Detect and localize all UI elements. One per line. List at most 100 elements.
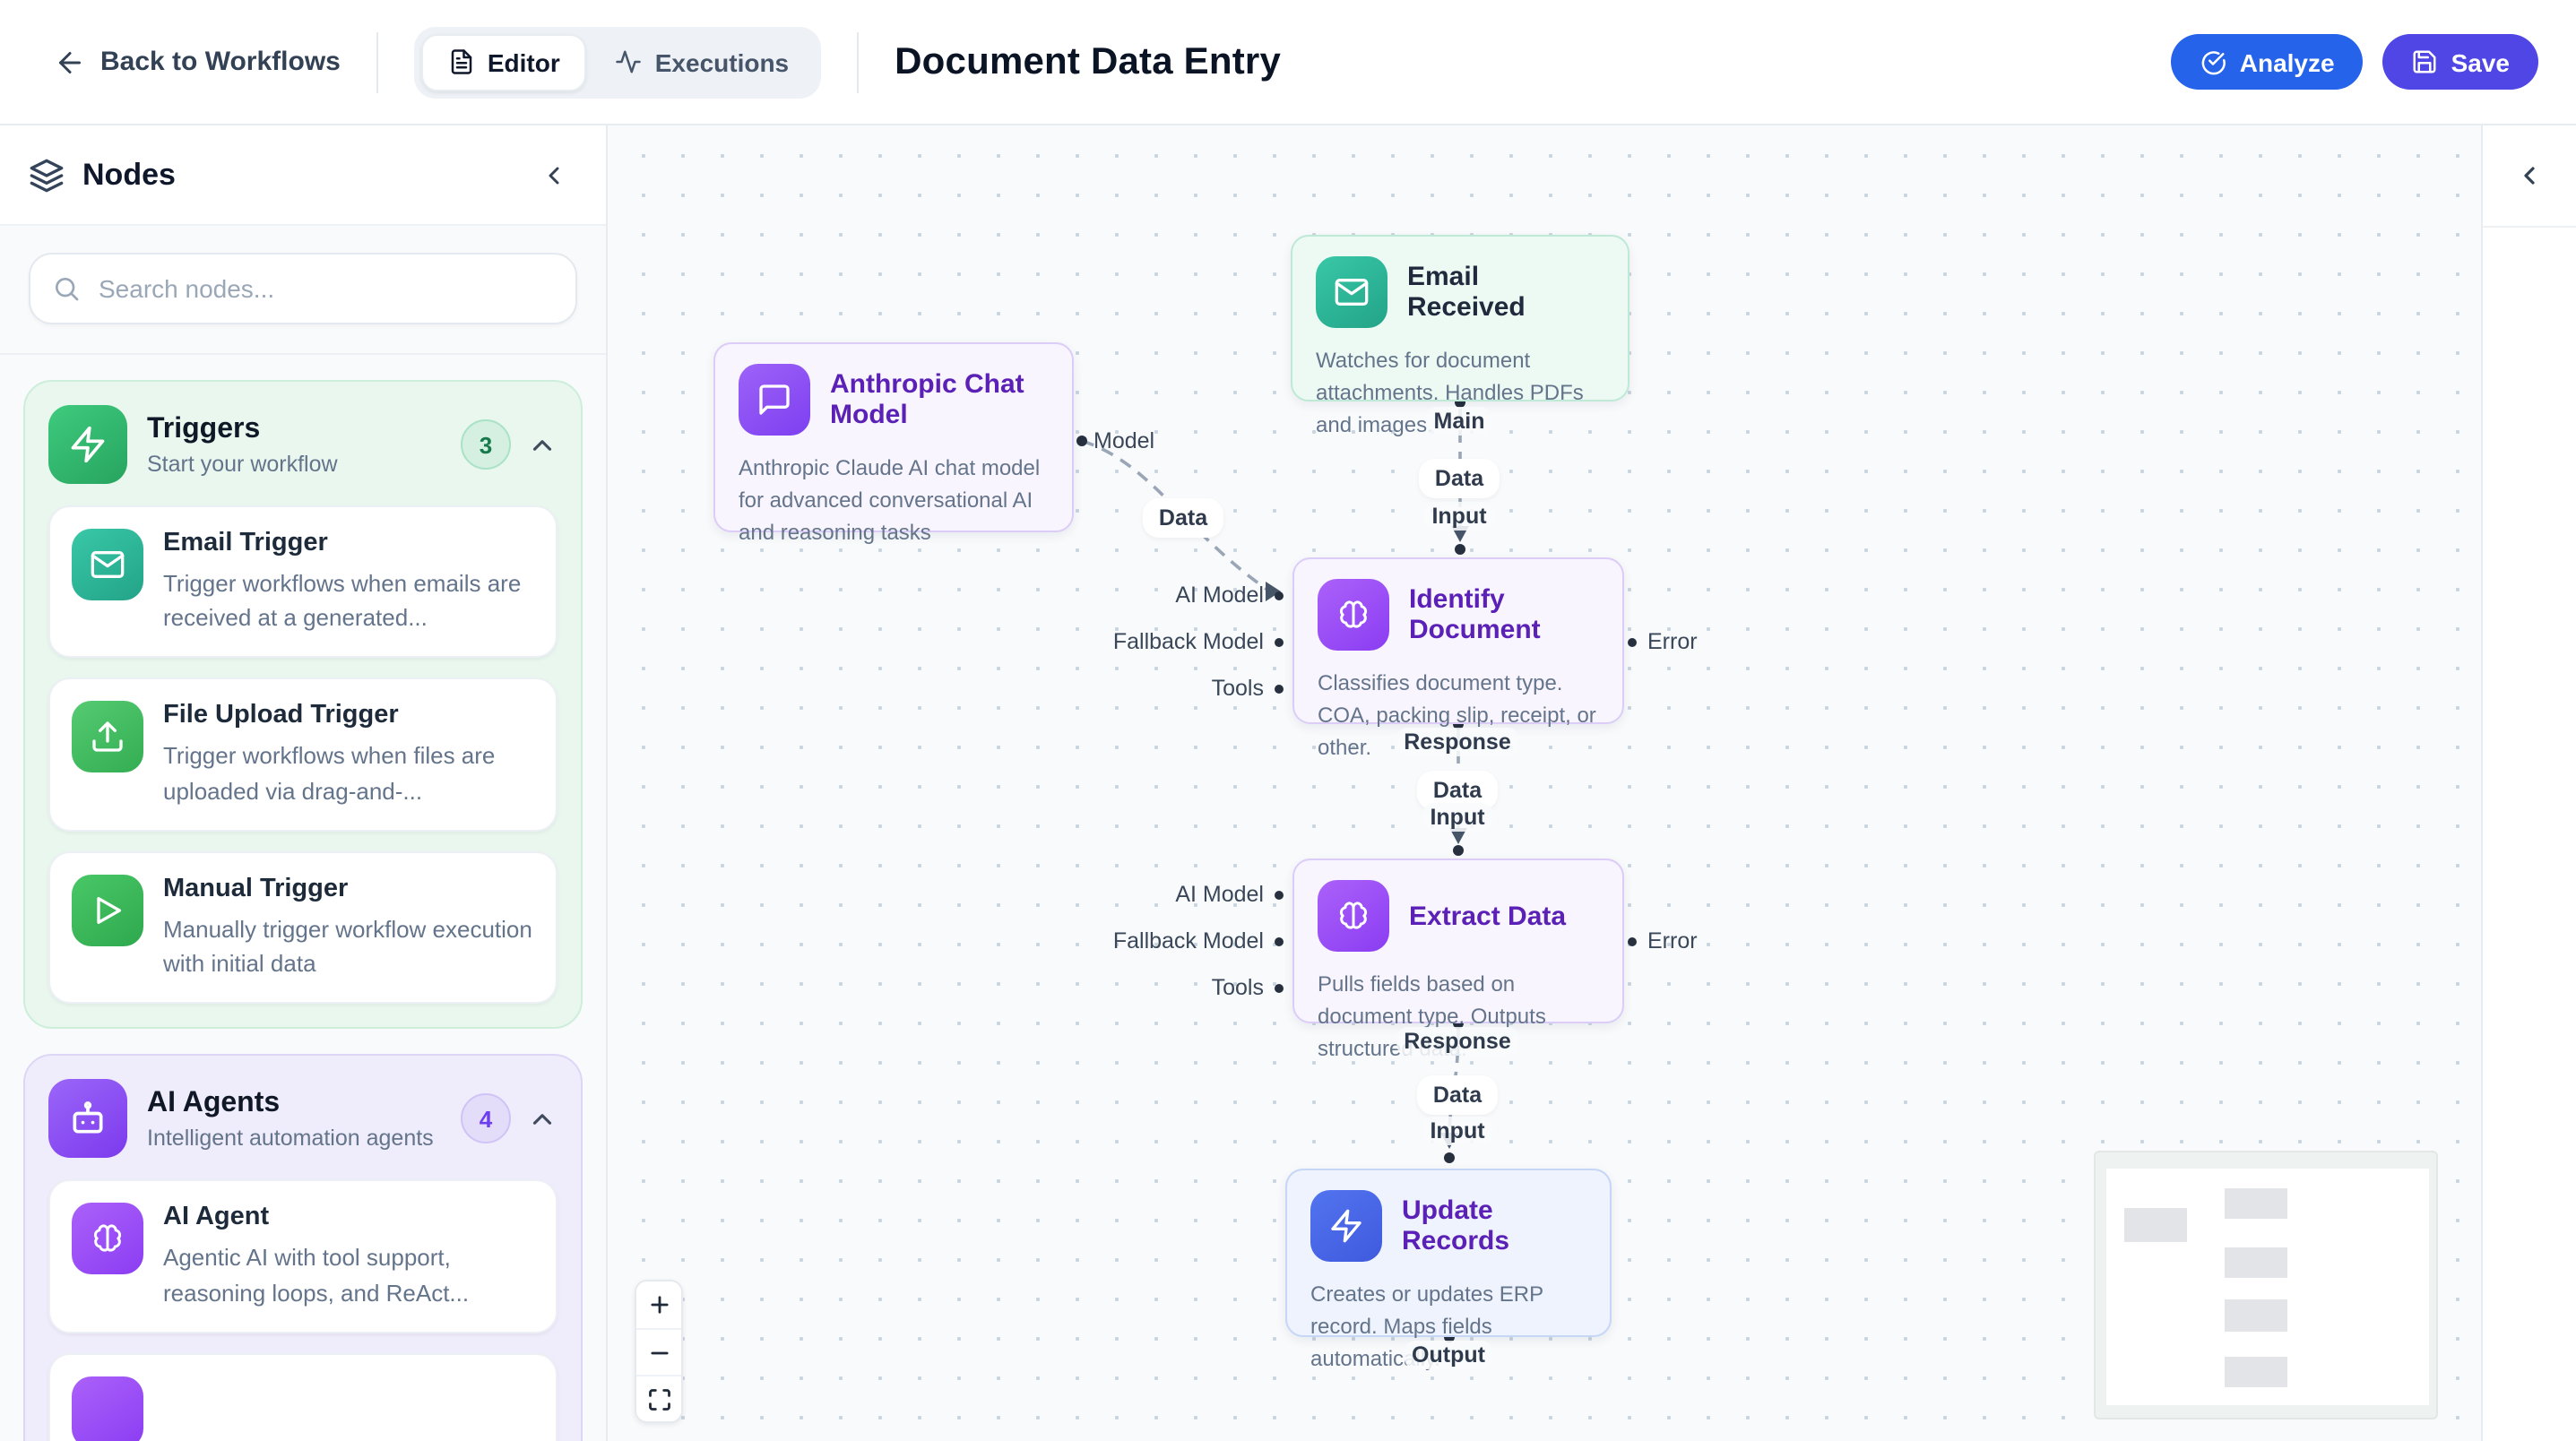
port-label-input: Input: [1422, 1117, 1492, 1145]
brain-icon: [1318, 579, 1389, 651]
bot-icon: [48, 1079, 127, 1159]
save-button[interactable]: Save: [2382, 34, 2538, 90]
layers-icon: [30, 158, 64, 192]
port-label-error: Error: [1628, 928, 1698, 953]
canvas-minimap[interactable]: [2094, 1151, 2438, 1419]
node-title: Identify Document: [1409, 584, 1541, 645]
node-desc: Pulls fields based on document type. Out…: [1318, 971, 1546, 1061]
section-triggers-subtitle: Start your workflow: [147, 451, 338, 476]
node-update-records[interactable]: Update Records Creates or updates ERP re…: [1285, 1169, 1612, 1371]
analyze-label: Analyze: [2239, 47, 2335, 76]
save-label: Save: [2451, 47, 2510, 76]
brain-icon: [72, 1203, 143, 1275]
workflow-title: Document Data Entry: [895, 40, 1282, 82]
chevron-left-icon[interactable]: [2515, 161, 2544, 190]
back-to-workflows-button[interactable]: Back to Workflows: [54, 46, 341, 78]
activity-icon: [617, 50, 642, 73]
search-input[interactable]: [29, 253, 577, 324]
tab-executions-label: Executions: [654, 47, 790, 76]
port-dot: [1275, 684, 1284, 693]
check-circle-icon: [2202, 51, 2226, 75]
palette-item-manual-trigger[interactable]: Manual Trigger Manually trigger workflow…: [48, 850, 558, 1005]
palette-item-title: File Upload Trigger: [163, 701, 399, 730]
node-anthropic-chat-model[interactable]: Anthropic Chat Model Anthropic Claude AI…: [713, 342, 1074, 545]
section-triggers-title: Triggers: [147, 413, 261, 444]
analyze-button[interactable]: Analyze: [2171, 34, 2364, 90]
node-extract-data[interactable]: Extract Data Pulls fields based on docum…: [1292, 859, 1624, 1061]
mail-icon: [72, 529, 143, 600]
node-desc: Classifies document type. COA, packing s…: [1318, 670, 1596, 760]
node-title: Extract Data: [1409, 901, 1567, 931]
zap-icon: [1310, 1190, 1382, 1262]
port-dot: [1275, 890, 1284, 899]
palette-item-title: AI Agent: [163, 1203, 270, 1232]
node-desc: Watches for document attachments. Handle…: [1316, 348, 1584, 437]
node-desc: Anthropic Claude AI chat model for advan…: [739, 455, 1041, 545]
minimap-node: [2225, 1247, 2287, 1278]
node-title: Anthropic Chat Model: [830, 369, 1024, 430]
port-label-ai-model: AI Model: [1175, 582, 1284, 608]
palette-item-desc: Manually trigger workflow execution with…: [163, 915, 532, 978]
zap-icon: [48, 405, 127, 484]
palette-item-desc: Trigger workflows when files are uploade…: [163, 742, 496, 805]
node-identify-document[interactable]: Identify Document Classifies document ty…: [1292, 557, 1624, 760]
port-dot: [1275, 637, 1284, 646]
maximize-icon: [648, 1388, 670, 1410]
plus-icon: [650, 1296, 668, 1314]
node-palette-list: Triggers Start your workflow 3 Email Tri…: [0, 355, 606, 1441]
save-icon: [2414, 50, 2437, 73]
palette-item-desc: Trigger workflows when emails are receiv…: [163, 570, 522, 632]
sidebar-header: Nodes: [0, 125, 606, 226]
port-dot: [1275, 591, 1284, 600]
palette-item-file-upload-trigger[interactable]: File Upload Trigger Trigger workflows wh…: [48, 677, 558, 832]
brain-icon: [1318, 880, 1389, 952]
node-email-received[interactable]: Email Received Watches for document atta…: [1291, 235, 1629, 437]
nodes-sidebar: Nodes Triggers Start your workf: [0, 125, 608, 1441]
minimap-node: [2124, 1208, 2187, 1242]
zoom-in-button[interactable]: [636, 1281, 681, 1328]
chevron-up-icon[interactable]: [527, 1104, 558, 1135]
section-ai-agents-title: AI Agents: [147, 1087, 281, 1118]
port-dot: [1275, 936, 1284, 945]
tab-editor-label: Editor: [487, 47, 560, 76]
palette-item-ai-agent[interactable]: AI Agent Agentic AI with tool support, r…: [48, 1179, 558, 1333]
section-triggers: Triggers Start your workflow 3 Email Tri…: [23, 380, 583, 1030]
top-header: Back to Workflows Editor Executions Docu…: [0, 0, 2576, 125]
right-panel-header: [2483, 125, 2576, 228]
port-label-model: Model: [1094, 428, 1155, 453]
port-label-tools: Tools: [1212, 676, 1284, 701]
minimap-node: [2225, 1188, 2287, 1219]
chevron-up-icon[interactable]: [527, 429, 558, 460]
play-icon: [72, 874, 143, 946]
right-panel-collapsed: [2481, 125, 2576, 1441]
editor-executions-tabs: Editor Executions: [413, 26, 822, 98]
port-label-ai-model: AI Model: [1175, 882, 1284, 907]
port-dot: [1628, 637, 1637, 646]
palette-item-partial[interactable]: [48, 1352, 558, 1441]
port-label-response: Response: [1396, 1027, 1518, 1056]
section-ai-agents-header[interactable]: AI Agents Intelligent automation agents …: [48, 1079, 558, 1159]
message-square-icon: [739, 364, 810, 436]
palette-item-title: Email Trigger: [163, 529, 328, 557]
palette-item-desc: Agentic AI with tool support, reasoning …: [163, 1244, 470, 1307]
sparkles-icon: [72, 1376, 143, 1441]
canvas-zoom-controls: [635, 1280, 683, 1423]
header-divider: [376, 31, 378, 92]
fit-view-button[interactable]: [636, 1375, 681, 1421]
triggers-count-badge: 3: [461, 419, 511, 470]
minus-icon: [650, 1350, 668, 1354]
section-ai-agents-subtitle: Intelligent automation agents: [147, 1125, 434, 1151]
tab-editor[interactable]: Editor: [420, 33, 587, 91]
node-title: Update Records: [1402, 1195, 1510, 1256]
file-text-icon: [451, 49, 472, 74]
header-divider: [857, 31, 860, 92]
workflow-canvas[interactable]: Anthropic Chat Model Anthropic Claude AI…: [608, 125, 2481, 1441]
arrow-left-icon: [59, 51, 81, 73]
port-label-fallback-model: Fallback Model: [1113, 928, 1284, 953]
section-triggers-header[interactable]: Triggers Start your workflow 3: [48, 405, 558, 484]
tab-executions[interactable]: Executions: [591, 35, 814, 89]
zoom-out-button[interactable]: [636, 1328, 681, 1375]
sidebar-collapse-button[interactable]: [531, 151, 577, 198]
palette-item-email-trigger[interactable]: Email Trigger Trigger workflows when ema…: [48, 505, 558, 659]
